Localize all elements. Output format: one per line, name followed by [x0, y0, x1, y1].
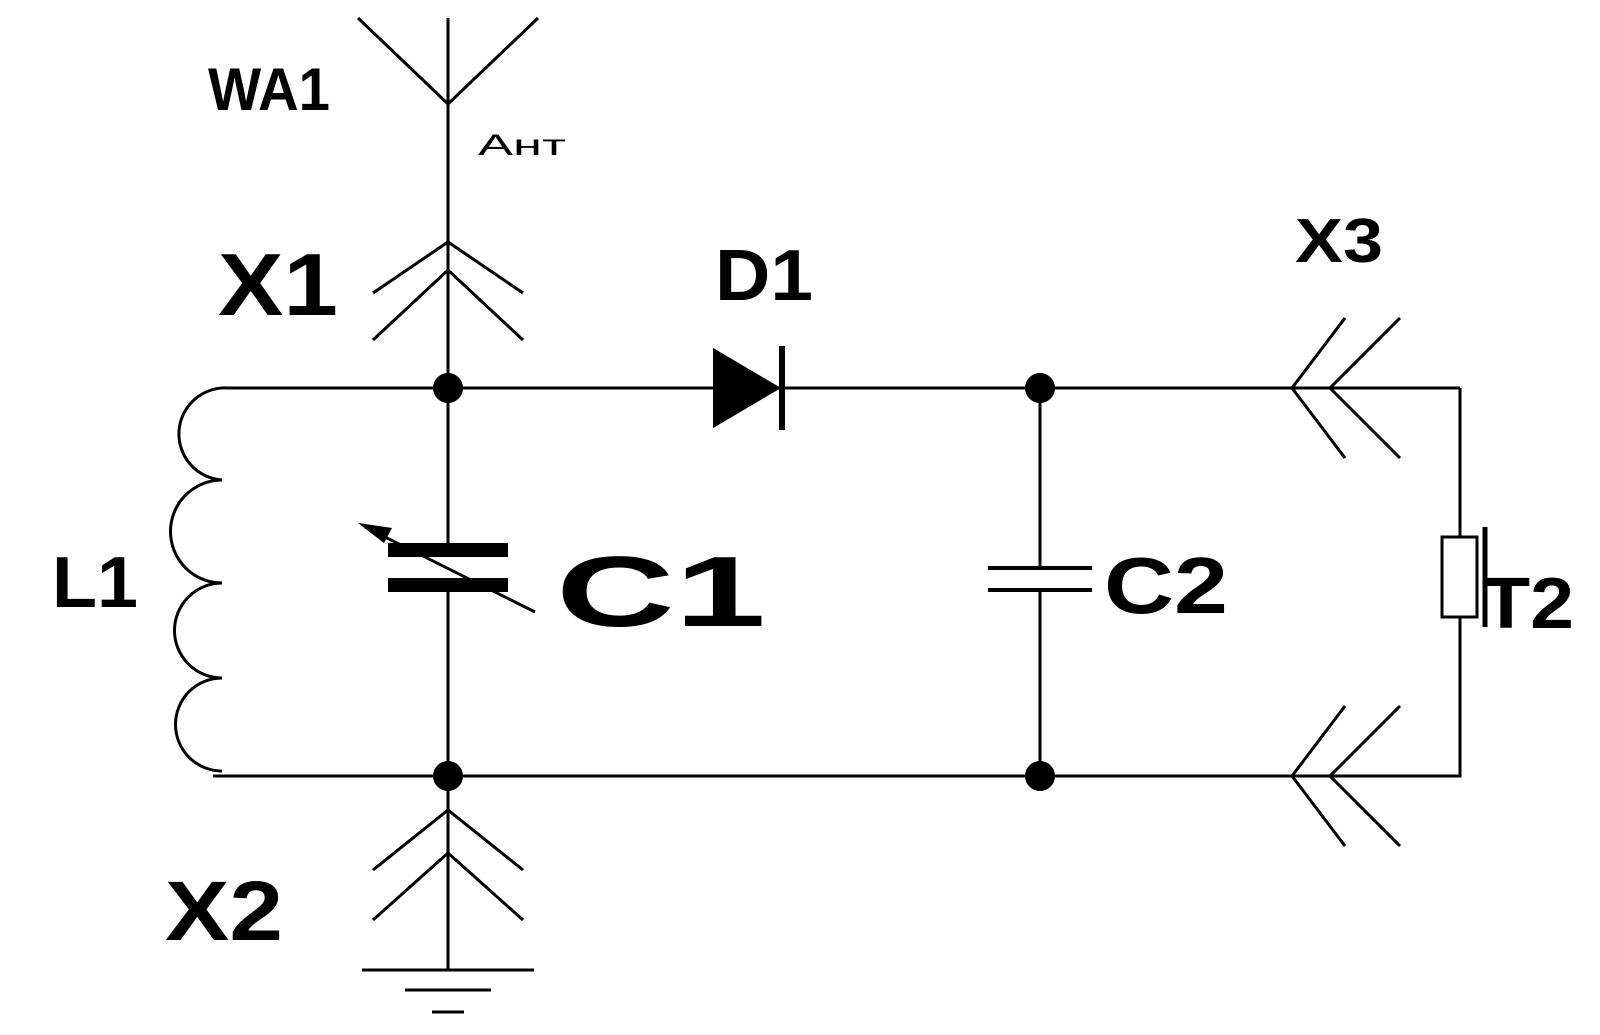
label-x2: X2 [165, 864, 283, 958]
label-d1: D1 [715, 236, 813, 316]
earphone-t2 [1440, 388, 1488, 627]
junction-dot [433, 373, 463, 403]
diode-icon [713, 346, 785, 430]
label-ant: Ант [478, 129, 566, 162]
label-x3: X3 [1295, 207, 1383, 276]
junction-dot [1025, 373, 1055, 403]
label-x1: X1 [218, 235, 338, 334]
label-l1: L1 [52, 543, 138, 623]
label-c1: C1 [556, 536, 766, 648]
variable-capacitor-icon [358, 523, 536, 614]
connector-x1 [371, 240, 525, 388]
earphone-icon [1440, 527, 1488, 627]
connector-x2 [372, 776, 524, 970]
inductor-l1 [169, 386, 229, 773]
junction-dot [433, 761, 463, 791]
inductor-icon [169, 386, 229, 773]
antenna-icon [356, 16, 540, 106]
connector-icon [372, 808, 524, 922]
ground-icon [362, 968, 534, 1014]
t2-bottom-wire [1295, 617, 1462, 778]
diode-d1 [713, 346, 785, 430]
label-t2: T2 [1482, 564, 1574, 644]
connector-icon [1290, 704, 1402, 848]
junction-dot [1025, 761, 1055, 791]
capacitor-icon [988, 566, 1092, 592]
capacitor-c2 [988, 566, 1092, 592]
connector-icon [1290, 316, 1402, 460]
variable-capacitor-c1 [358, 523, 536, 614]
label-wa1: WA1 [208, 56, 330, 123]
connector-x3 [1290, 316, 1402, 848]
label-c2: C2 [1104, 541, 1228, 630]
antenna-wa1 [356, 16, 540, 246]
